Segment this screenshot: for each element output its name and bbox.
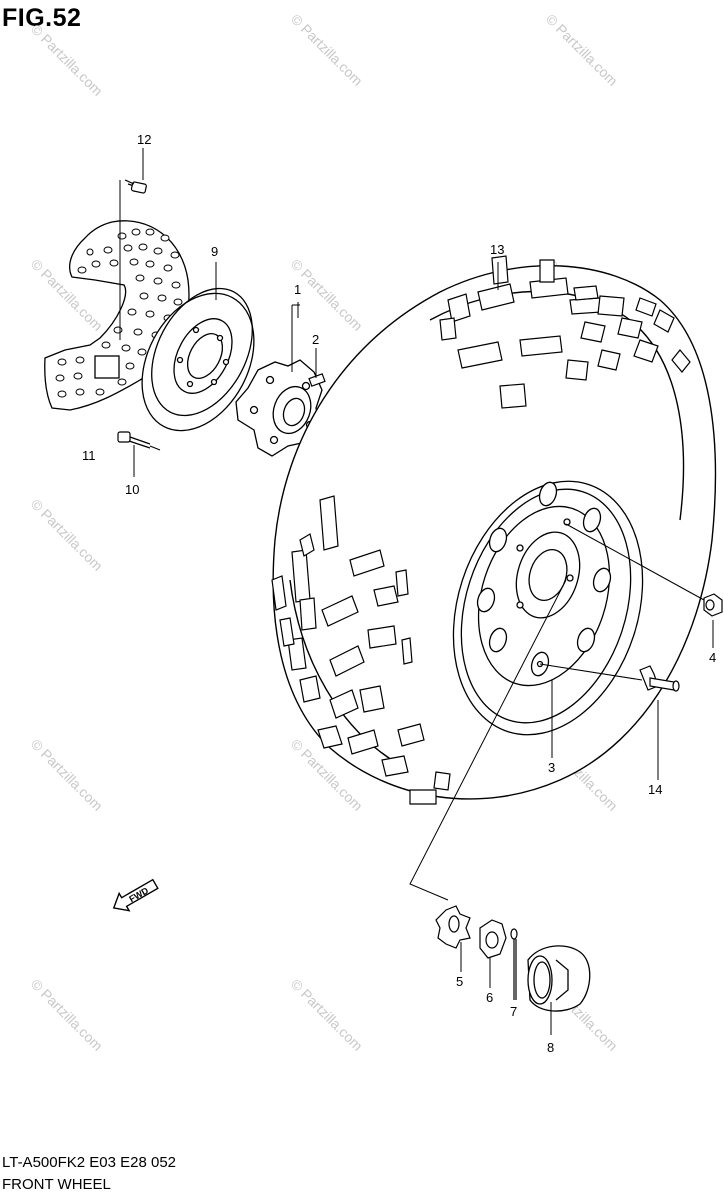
callout-6: 6 [486,990,493,1005]
footer-section-title: FRONT WHEEL [2,1176,111,1193]
callout-3: 3 [548,760,555,775]
tire-tread-blocks-lower [271,495,451,805]
watermark-text: © Partzilla.com [288,11,366,89]
watermark-text: © Partzilla.com [28,736,106,814]
watermark-text: © Partzilla.com [543,11,621,89]
watermark-text: © Partzilla.com [28,976,106,1054]
tire-tread-blocks [439,255,691,409]
callout-13: 13 [490,242,504,257]
callout-10: 10 [125,482,139,497]
callout-1: 1 [294,282,301,297]
callout-5: 5 [456,974,463,989]
callout-14: 14 [648,782,662,797]
part-10-bolt [117,431,151,449]
callout-9: 9 [211,244,218,259]
watermark-text: © Partzilla.com [28,496,106,574]
callout-4: 4 [709,650,716,665]
part-14-tire-valve [639,665,680,692]
part-1-wheel-hub [235,359,323,457]
figure-title: FIG.52 [2,4,82,32]
callout-11: 11 [82,448,96,463]
fwd-arrow-icon: FWD [112,878,159,912]
part-5-washer [435,905,471,949]
part-3-wheel-rim [452,480,644,736]
part-4-wheel-nut [703,593,723,617]
callout-labels: 12 9 1 2 11 10 13 4 14 3 5 6 7 8 [82,132,716,1055]
part-6-castle-nut [479,919,507,959]
callout-12: 12 [137,132,151,147]
callout-2: 2 [312,332,319,347]
callout-7: 7 [510,1004,517,1019]
watermark-text: © Partzilla.com [28,21,106,99]
part-9-brake-disc [141,287,255,432]
watermark-text: © Partzilla.com [288,976,366,1054]
callout-8: 8 [547,1040,554,1055]
footer-model-code: LT-A500FK2 E03 E28 052 [2,1154,177,1171]
part-12-bolt [124,179,147,194]
part-7-cotter-pin [510,928,518,1000]
part-8-hub-cap [527,945,591,1012]
